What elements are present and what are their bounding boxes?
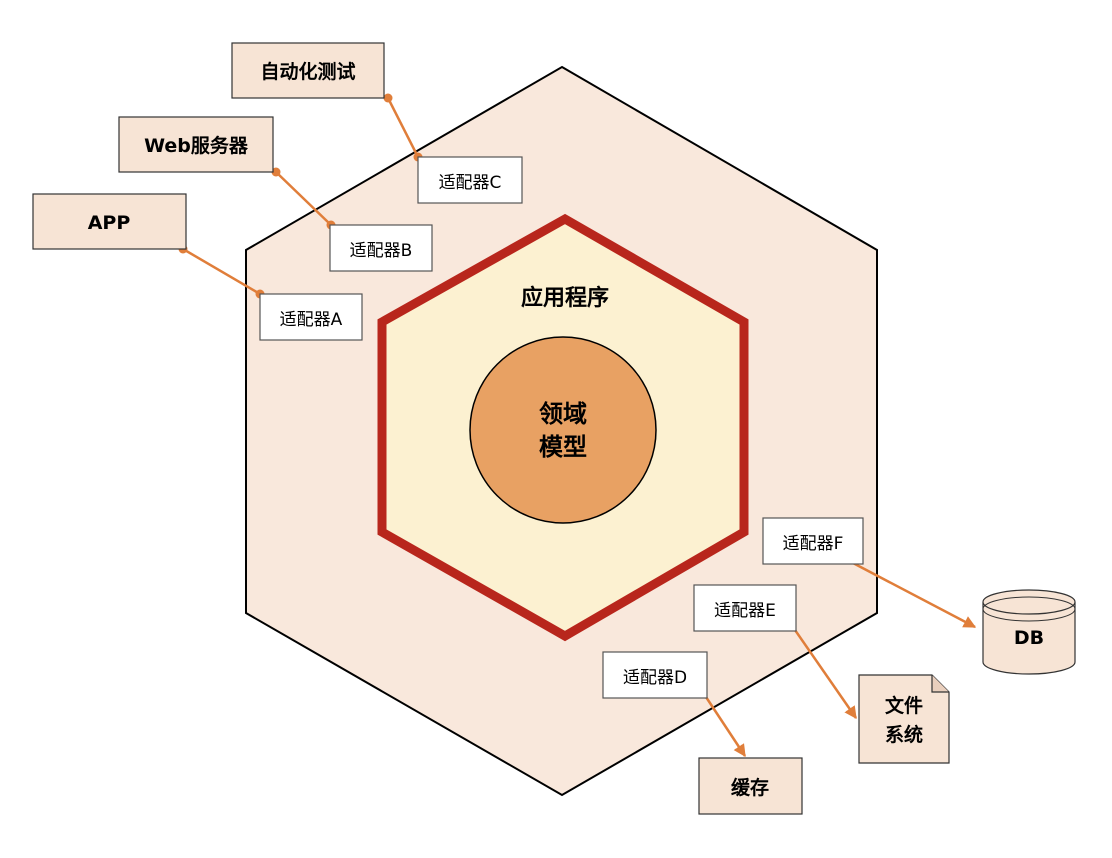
- connector-app-to-a: [182, 247, 261, 296]
- application-label: 应用程序: [521, 285, 609, 311]
- adapter-a: 适配器A: [259, 293, 363, 341]
- adapter-a-label: 适配器A: [280, 310, 343, 330]
- external-web-box: Web服务器: [118, 116, 274, 173]
- connector-web-to-b: [275, 171, 332, 226]
- arrow-d-to-cache: [704, 696, 747, 758]
- external-filesystem-document: 文件 系统: [858, 674, 950, 764]
- external-app-label: APP: [88, 212, 131, 234]
- external-cache-label: 缓存: [731, 776, 769, 799]
- dot-web: [271, 167, 281, 177]
- adapter-b: 适配器B: [329, 224, 433, 272]
- external-test-label: 自动化测试: [260, 60, 355, 83]
- arrow-e-to-fs: [793, 629, 858, 720]
- arrow-f-to-db: [852, 561, 977, 629]
- connector-test-to-c: [386, 97, 420, 158]
- external-app-box: APP: [32, 193, 187, 250]
- external-web-label: Web服务器: [144, 134, 249, 157]
- adapter-d-label: 适配器D: [623, 668, 687, 688]
- external-filesystem-label-line2: 系统: [885, 723, 923, 746]
- external-cache-box: 缓存: [698, 757, 803, 815]
- dot-test: [383, 93, 393, 103]
- adapter-d: 适配器D: [602, 651, 708, 699]
- domain-model-circle: [469, 336, 657, 524]
- external-filesystem-label-line1: 文件: [885, 694, 923, 717]
- connectors-right: [704, 561, 977, 758]
- adapter-e: 适配器E: [693, 584, 797, 632]
- adapter-f: 适配器F: [762, 517, 864, 565]
- adapter-c: 适配器C: [417, 156, 523, 204]
- external-test-box: 自动化测试: [231, 42, 385, 99]
- connectors-left: [182, 97, 420, 296]
- adapter-c-label: 适配器C: [439, 173, 502, 193]
- external-db-cylinder: DB: [982, 589, 1076, 675]
- external-db-label: DB: [1014, 627, 1044, 649]
- domain-model-label-line2: 模型: [539, 433, 587, 461]
- domain-model-label-line1: 领域: [539, 400, 587, 428]
- adapter-f-label: 适配器F: [783, 534, 844, 554]
- adapter-b-label: 适配器B: [350, 241, 413, 261]
- adapter-e-label: 适配器E: [714, 601, 776, 621]
